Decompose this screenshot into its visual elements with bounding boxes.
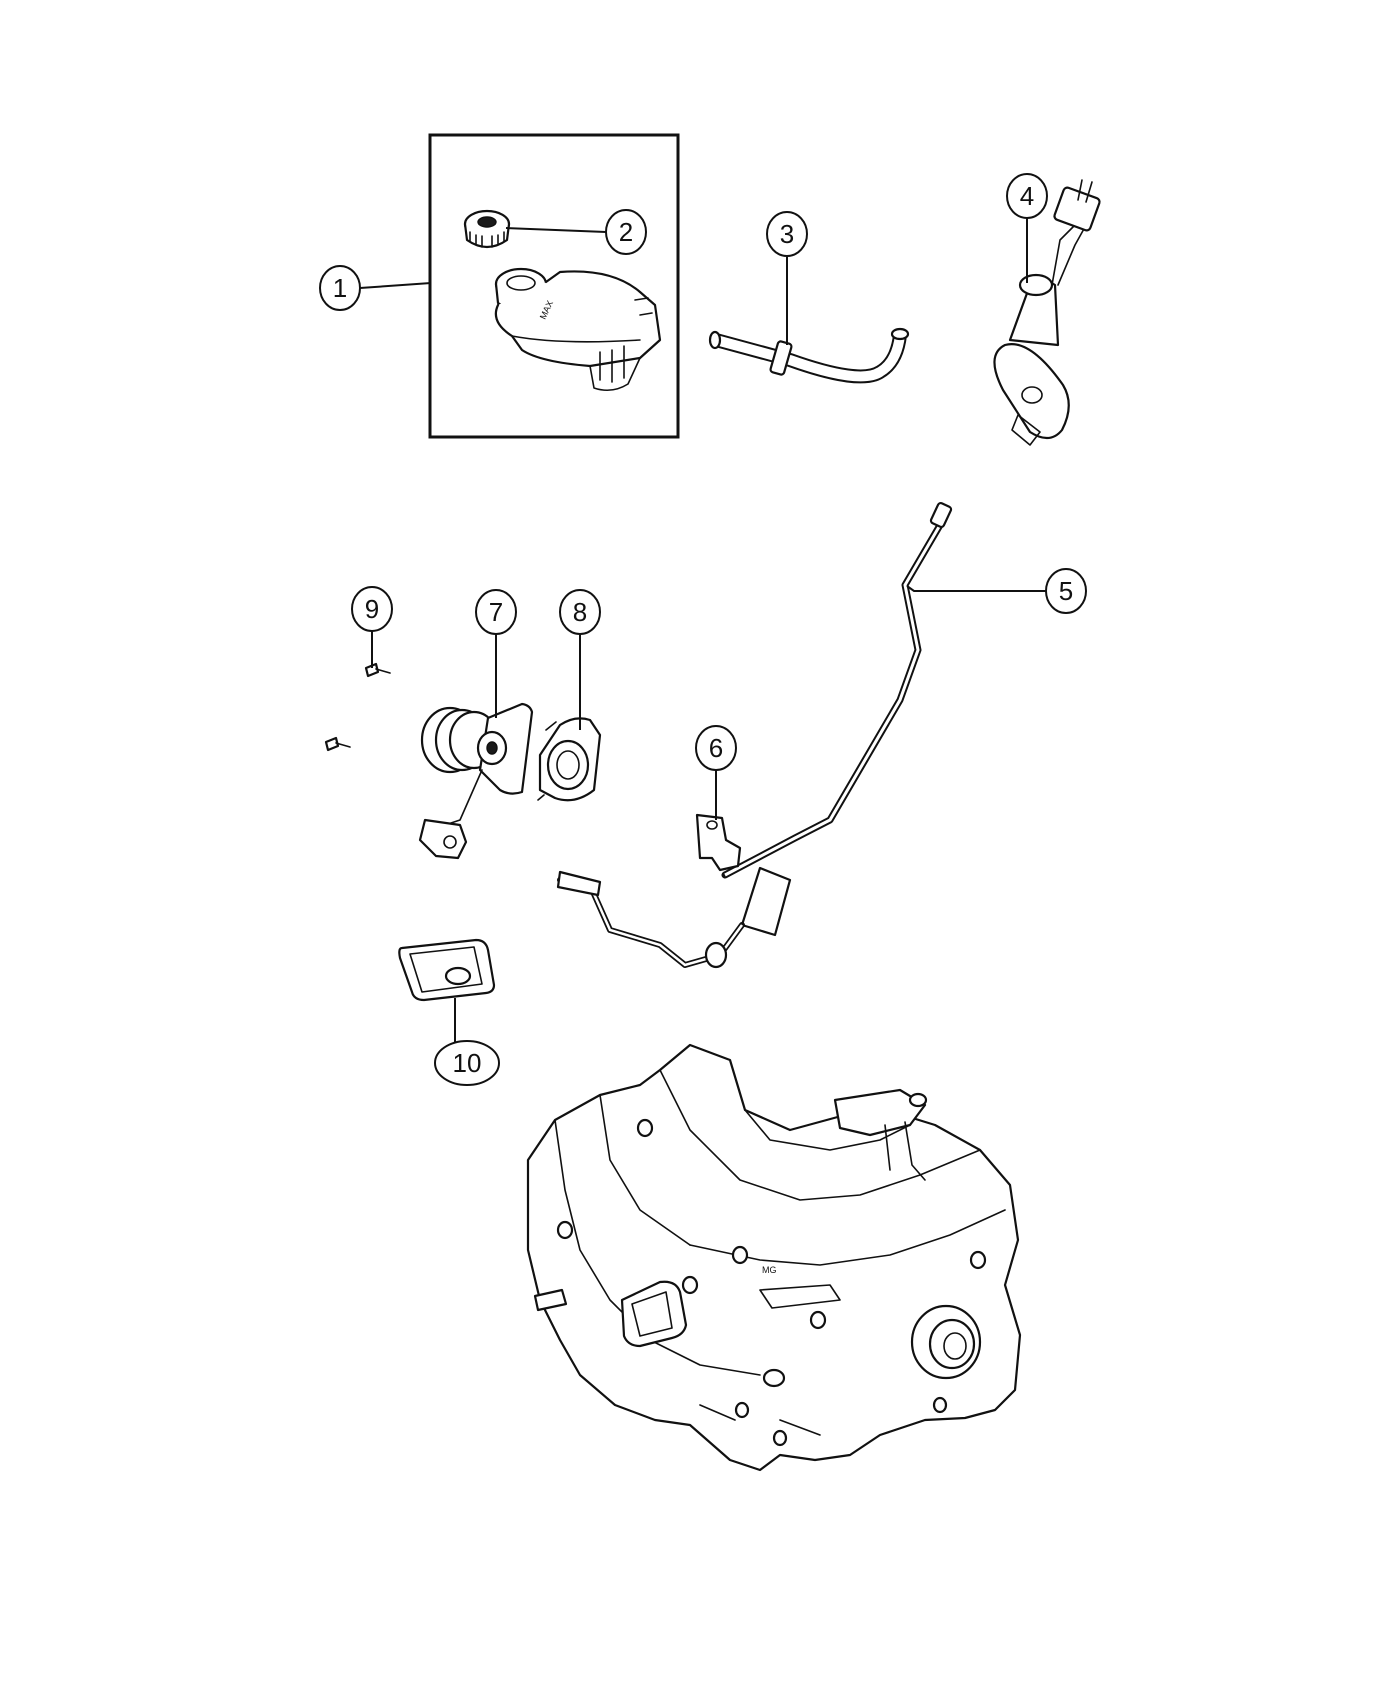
callout-4[interactable]: 4 bbox=[1006, 173, 1048, 219]
callout-2[interactable]: 2 bbox=[605, 209, 647, 255]
callout-10[interactable]: 10 bbox=[434, 1040, 500, 1086]
mounting-bolt-upper[interactable] bbox=[364, 662, 391, 678]
concentric-slave-cylinder[interactable] bbox=[418, 702, 534, 860]
reservoir-assembly-box bbox=[428, 133, 680, 439]
callout-7[interactable]: 7 bbox=[475, 589, 517, 635]
clutch-master-cylinder[interactable] bbox=[993, 179, 1101, 446]
callout-10-label: 10 bbox=[453, 1048, 482, 1078]
callout-8-label: 8 bbox=[573, 597, 587, 627]
clutch-adapter-plate[interactable] bbox=[537, 717, 602, 802]
manual-transmission-assembly: MG bbox=[526, 1043, 1022, 1472]
callout-5-label: 5 bbox=[1059, 576, 1073, 606]
callout-5[interactable]: 5 bbox=[1045, 568, 1087, 614]
gasket-seal[interactable] bbox=[398, 938, 496, 1002]
callout-9-label: 9 bbox=[365, 594, 379, 624]
callout-4-label: 4 bbox=[1020, 181, 1034, 211]
transmission-marking: MG bbox=[762, 1265, 777, 1275]
callout-1-label: 1 bbox=[333, 273, 347, 303]
reservoir-cap[interactable] bbox=[463, 209, 511, 249]
callout-7-label: 7 bbox=[489, 597, 503, 627]
callout-8[interactable]: 8 bbox=[559, 589, 601, 635]
callout-1[interactable]: 1 bbox=[319, 265, 361, 311]
callout-2-label: 2 bbox=[619, 217, 633, 247]
hose-retaining-clip[interactable] bbox=[695, 813, 742, 872]
clutch-fluid-reservoir[interactable]: MAX bbox=[494, 267, 662, 392]
clutch-hydraulic-line[interactable] bbox=[556, 501, 953, 969]
callout-9[interactable]: 9 bbox=[351, 586, 393, 632]
callout-3[interactable]: 3 bbox=[766, 211, 808, 257]
clutch-hose[interactable] bbox=[708, 327, 910, 384]
callout-3-label: 3 bbox=[780, 219, 794, 249]
leader-lines bbox=[359, 217, 1046, 1042]
mounting-bolt-lower[interactable] bbox=[324, 736, 351, 752]
callout-6[interactable]: 6 bbox=[695, 725, 737, 771]
callout-6-label: 6 bbox=[709, 733, 723, 763]
